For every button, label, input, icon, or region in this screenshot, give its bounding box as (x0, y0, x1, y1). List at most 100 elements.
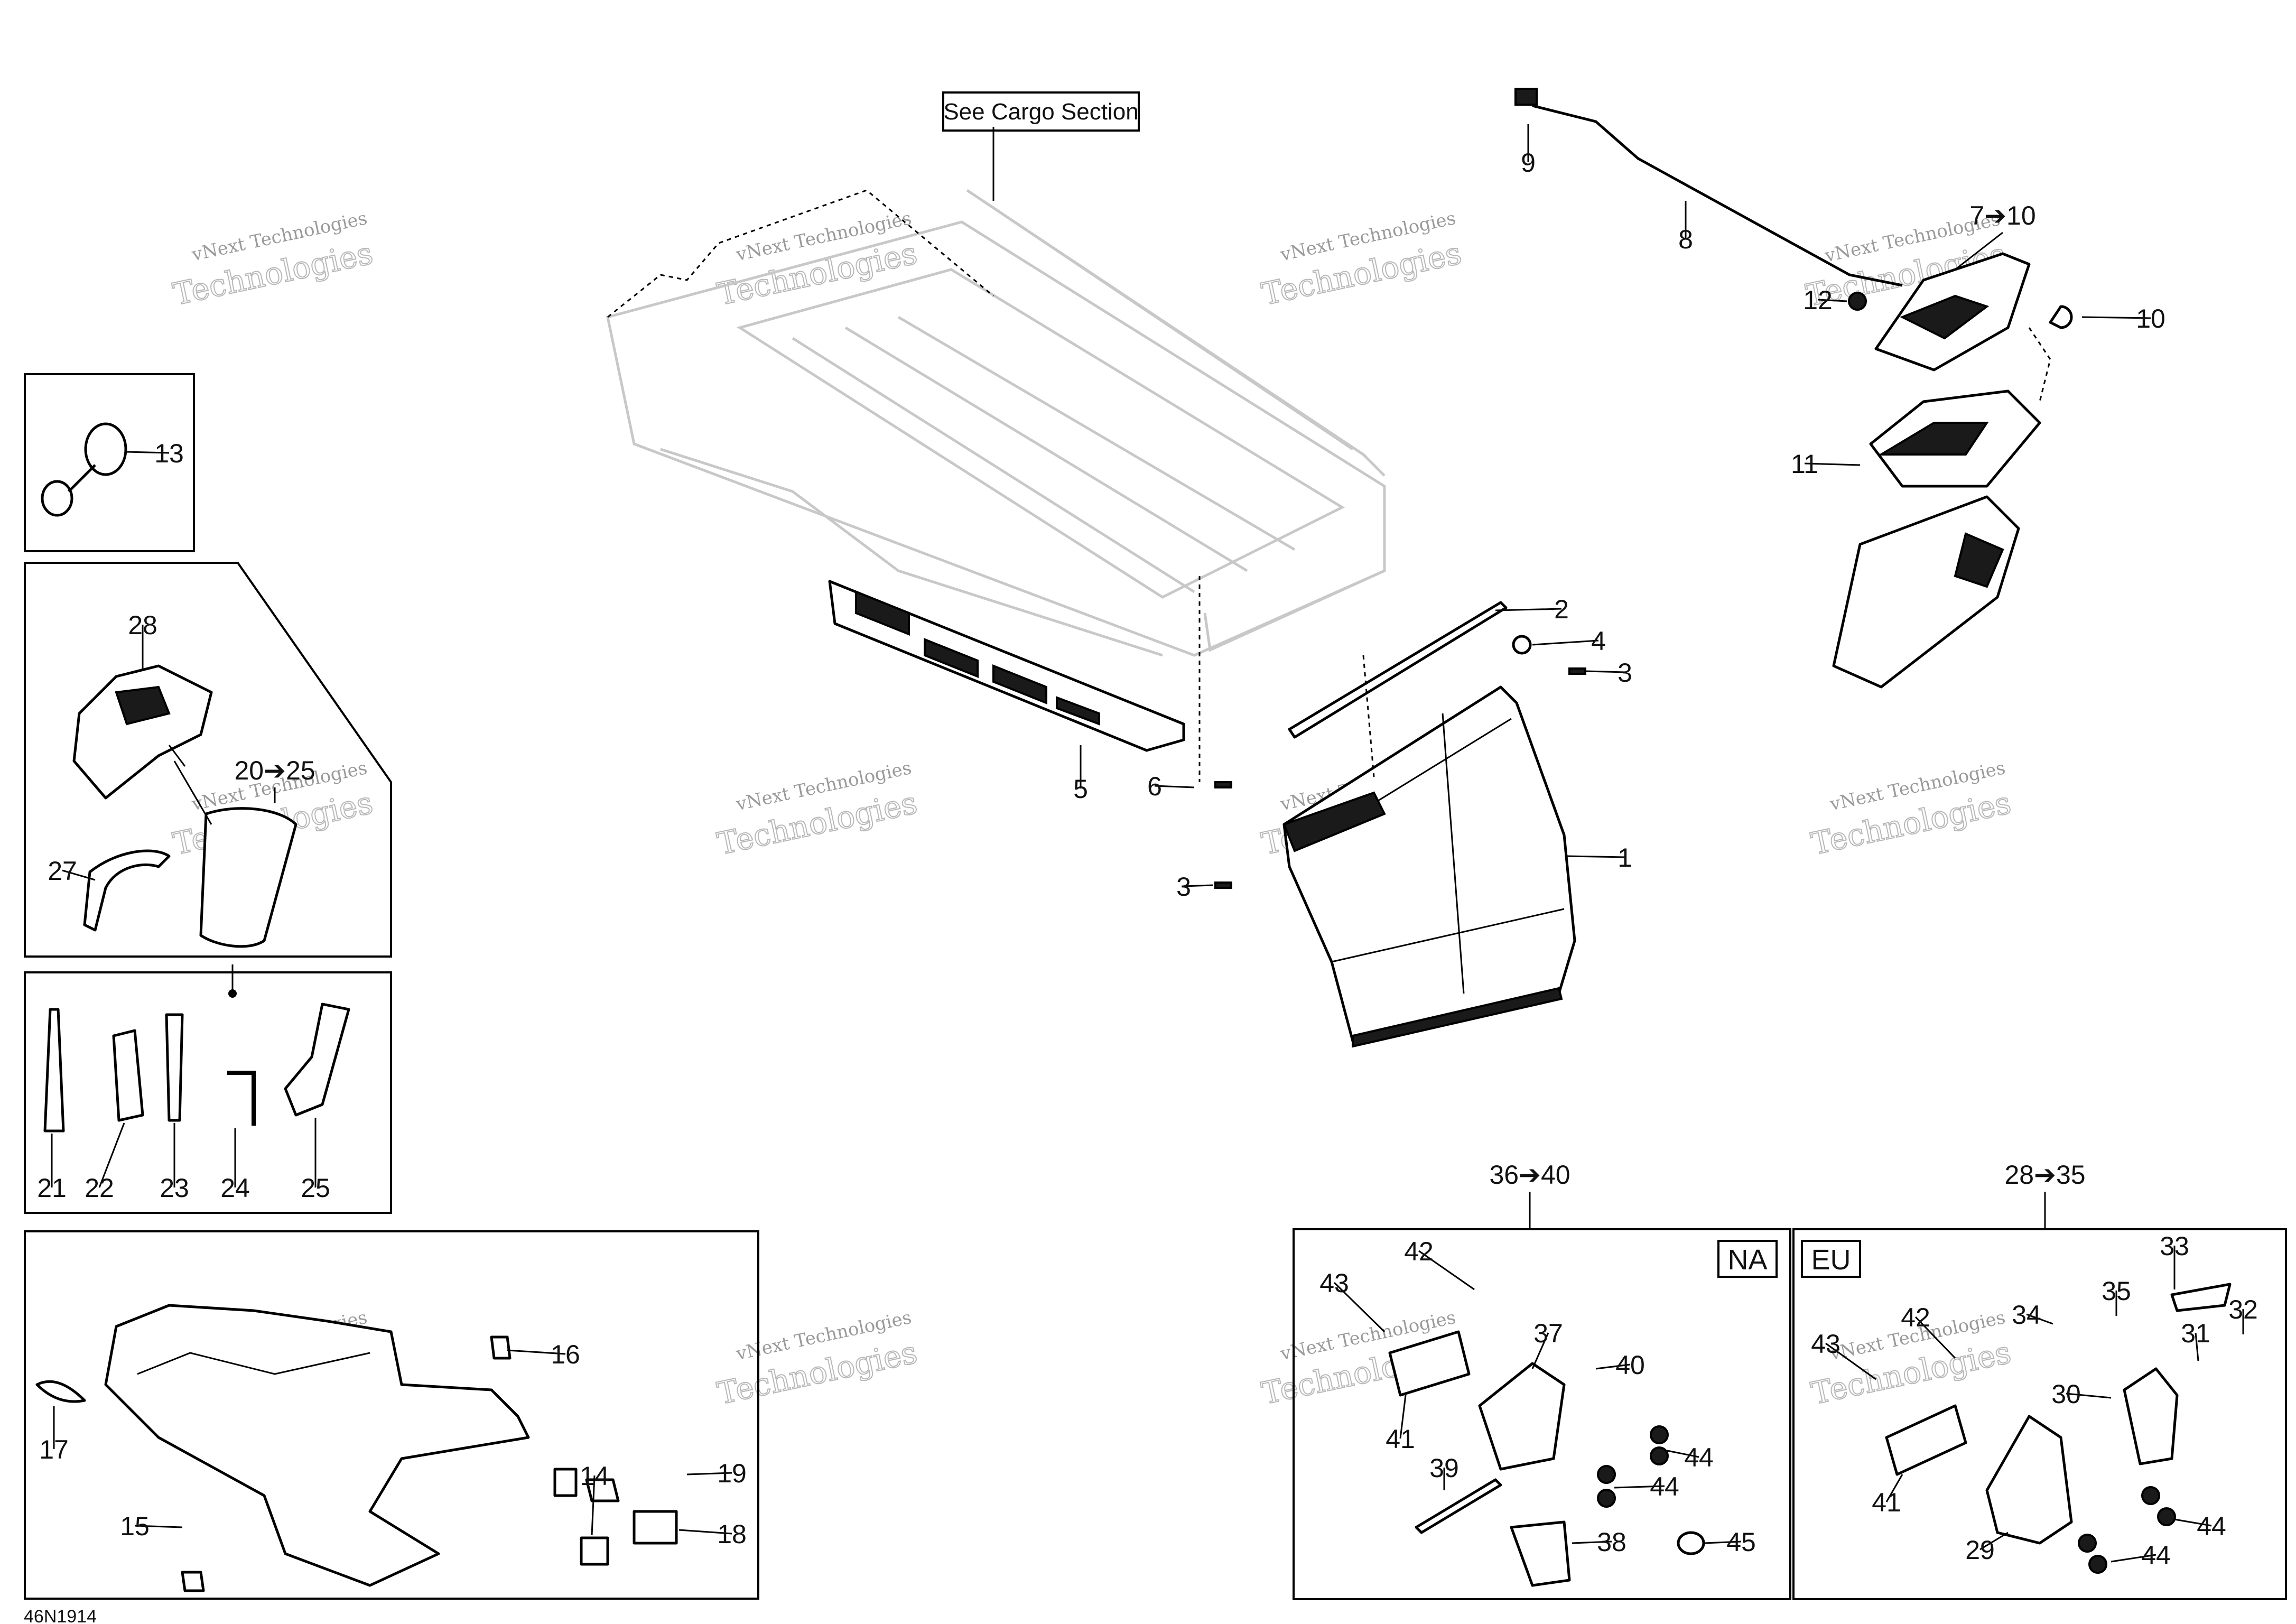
screw (1214, 781, 1232, 788)
callout-leader (507, 1349, 566, 1355)
callout-label: 30 (2051, 1379, 2081, 1409)
mirror (84, 422, 127, 476)
callout-label: 22 (85, 1173, 114, 1203)
callout-label: 31 (2181, 1319, 2210, 1348)
callout-leader (1585, 670, 1625, 673)
nut (1650, 1425, 1669, 1444)
callout-label: 43 (1811, 1329, 1840, 1359)
callout-leader (1399, 1395, 1407, 1439)
watermark: vNext Technologies Technologies (1808, 757, 2015, 862)
callout-leader (1817, 299, 1847, 302)
callout-label: 10 (2136, 304, 2165, 333)
callout-leader (1333, 1282, 1386, 1333)
screwdriver (43, 1008, 65, 1133)
tools-box (24, 964, 392, 1214)
callout-leader (1955, 231, 2003, 271)
callout-label: 42 (1404, 1237, 1434, 1266)
callout-label: 40 (1615, 1350, 1645, 1380)
registration-plate (580, 1536, 609, 1566)
callout-leader (2195, 1332, 2199, 1361)
toolkit-box (24, 562, 392, 958)
callout-label: 41 (1386, 1424, 1415, 1454)
callout-leader (1183, 884, 1213, 887)
nut (2157, 1507, 2176, 1526)
clip (2170, 1283, 2232, 1312)
snowmobile-outline (104, 1304, 530, 1587)
nut (2078, 1534, 2097, 1553)
callout-label: 2 (1554, 595, 1569, 624)
callout-label: 37 (1533, 1319, 1563, 1348)
group-callout-label: 7➔10 (1969, 201, 2035, 230)
hitch-pin (1415, 1478, 1502, 1534)
eu-hitch-box: EU (1792, 1192, 2287, 1600)
decal-16 (490, 1335, 512, 1360)
region-label-na: NA (1727, 1244, 1767, 1276)
callout-label: 11 (1791, 449, 1818, 479)
cap (1677, 1531, 1705, 1555)
rear-bracket (1832, 495, 2020, 689)
callout-label: 19 (717, 1459, 747, 1488)
callout-leader (1418, 1250, 1475, 1291)
tool-pouch-cover (72, 664, 213, 800)
callout-label: 8 (1678, 225, 1693, 254)
screw (1568, 667, 1586, 675)
callout-label: 44 (1684, 1443, 1714, 1472)
taillight-assembly (1514, 88, 2073, 689)
watermark: vNext Technologies Technologies (170, 208, 377, 313)
callout-leader (678, 1529, 732, 1535)
na-hitch-box: NA (1293, 1192, 1791, 1600)
watermark: vNext Technologies Technologies (714, 757, 921, 862)
callout-label: 23 (160, 1173, 189, 1203)
nut (1597, 1465, 1616, 1484)
hitch-bracket (1985, 1415, 2073, 1545)
callout-label: 44 (2141, 1541, 2171, 1570)
callout-leader (2066, 1393, 2112, 1399)
callout-label: 14 (580, 1461, 609, 1491)
callout-label: 3 (1176, 872, 1191, 902)
fender-trim (828, 580, 1185, 752)
callout-label: 9 (1521, 148, 1536, 178)
callout-leader (2026, 1313, 2053, 1325)
callout-leader (98, 1122, 125, 1188)
callout-leader (1614, 1485, 1665, 1489)
callout-label: 43 (1319, 1268, 1349, 1298)
callout-label: 21 (37, 1173, 67, 1203)
decal-panel (24, 1230, 759, 1600)
callout-label: 18 (717, 1519, 747, 1549)
group-callout-label: 28➔35 (2004, 1160, 2085, 1190)
callout-leader (1154, 785, 1195, 788)
callout-label: 41 (1872, 1488, 1901, 1517)
group-callout-label: 36➔40 (1489, 1160, 1570, 1190)
callout-label: 34 (2012, 1300, 2041, 1330)
spanner (284, 1003, 350, 1117)
grommet (1848, 292, 1867, 311)
callout-label: 32 (2228, 1295, 2258, 1324)
callout-label: 3 (1618, 658, 1632, 688)
callout-leader (1572, 1541, 1612, 1544)
callout-leader (1667, 1450, 1699, 1458)
callout-label: 28 (128, 610, 157, 640)
callout-leader (1979, 1532, 2009, 1551)
callout-label: 5 (1073, 774, 1088, 804)
cargo-rack-reference (606, 127, 1386, 657)
callout-label: 17 (39, 1435, 69, 1464)
callout-label: 12 (1803, 285, 1833, 315)
callout-label: 29 (1965, 1535, 1995, 1565)
callout-leader (2081, 316, 2151, 319)
callout-label: 4 (1591, 626, 1606, 656)
callout-leader (62, 869, 96, 881)
callout-label: 44 (2197, 1511, 2226, 1541)
hitch-plate (1885, 1404, 1967, 1476)
note-box: See Cargo Section (942, 91, 1140, 132)
rear-flap (1282, 685, 1576, 1043)
callout-label: 16 (551, 1340, 580, 1369)
callout-leader (591, 1475, 596, 1536)
flap-bracket-strip (1288, 601, 1508, 739)
hitch-latch (1510, 1520, 1571, 1587)
watermark: vNext Technologies Technologies (714, 1307, 921, 1412)
mirror-kit-box (24, 373, 195, 552)
wrench (165, 1013, 184, 1122)
rear-flap-assembly (828, 576, 1586, 1048)
bulb (2049, 305, 2073, 329)
callout-label: 25 (301, 1173, 330, 1203)
